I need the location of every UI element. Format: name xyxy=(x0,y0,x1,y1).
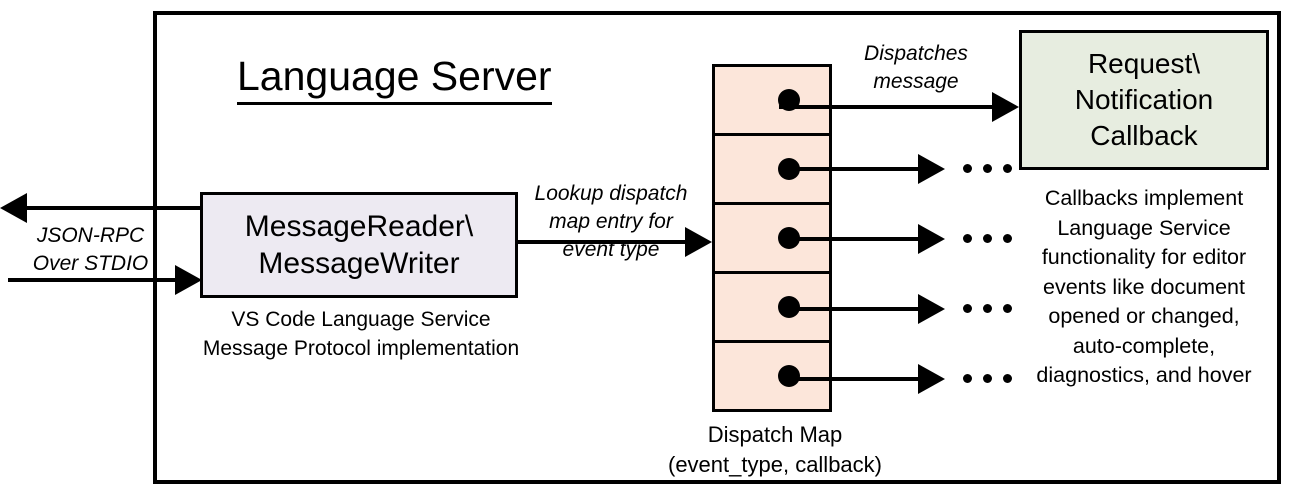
dispatch-edge-line-5 xyxy=(779,377,921,381)
dispatch-edge-label: Dispatches message xyxy=(836,40,996,96)
reader-caption-line1: VS Code Language Service xyxy=(231,308,491,331)
lookup-edge-label: Lookup dispatch map entry for event type xyxy=(521,180,701,264)
dispatch-entry-dot-icon xyxy=(778,365,800,387)
dispatch-edge-arrowhead-2 xyxy=(918,154,945,184)
request-notification-callback-caption: Callbacks implement Language Service fun… xyxy=(1012,184,1276,391)
transport-outbound-arrowhead xyxy=(0,193,27,223)
dispatch-edge-line-3 xyxy=(779,237,921,241)
dispatch-caption-line1: Dispatch Map xyxy=(707,422,843,447)
dispatch-target-ellipsis-4 xyxy=(963,304,1012,313)
dispatch-map-caption: Dispatch Map (event_type, callback) xyxy=(640,420,910,480)
transport-outbound-line xyxy=(27,206,202,210)
language-server-frame xyxy=(153,11,1281,484)
reader-caption-line2: Message Protocol implementation xyxy=(202,337,520,360)
ellipsis-dot-icon xyxy=(963,374,972,383)
transport-inbound-line xyxy=(8,278,178,282)
lookup-label-line2: map entry for xyxy=(549,210,673,233)
dispatch-edge-arrowhead-1 xyxy=(992,92,1019,122)
ellipsis-dot-icon xyxy=(963,164,972,173)
dispatch-label-line1: Dispatches xyxy=(864,42,968,65)
transport-label: JSON-RPC Over STDIO xyxy=(18,222,163,278)
ellipsis-dot-icon xyxy=(983,374,992,383)
dispatch-edge-line-1 xyxy=(779,105,995,109)
ellipsis-dot-icon xyxy=(963,304,972,313)
table-row[interactable] xyxy=(715,343,829,409)
callback-caption-line5: opened or changed, xyxy=(1048,304,1240,328)
dispatch-label-line2: message xyxy=(873,70,959,93)
dispatch-edge-arrowhead-4 xyxy=(918,294,945,324)
dispatch-target-ellipsis-5 xyxy=(963,374,1012,383)
dispatch-edge-arrowhead-3 xyxy=(918,224,945,254)
ellipsis-dot-icon xyxy=(1003,234,1012,243)
callback-caption-line4: events like document xyxy=(1043,274,1245,299)
page-title: Language Server xyxy=(237,52,552,105)
callback-caption-line2: Language Service xyxy=(1057,215,1231,240)
dispatch-edge-line-4 xyxy=(779,307,921,311)
table-row[interactable] xyxy=(715,67,829,136)
lookup-edge-arrowhead xyxy=(685,227,712,257)
lookup-label-line3: event type xyxy=(562,238,660,261)
dispatch-edge-line-2 xyxy=(779,167,921,171)
callback-caption-line1: Callbacks implement xyxy=(1044,186,1244,210)
ellipsis-dot-icon xyxy=(1003,164,1012,173)
dispatch-edge-arrowhead-5 xyxy=(918,364,945,394)
message-reader-writer-caption: VS Code Language Service Message Protoco… xyxy=(196,305,526,363)
transport-label-line2: Over STDIO xyxy=(32,252,149,275)
callback-caption-line6: auto-complete, xyxy=(1072,333,1216,358)
dispatch-map-table[interactable] xyxy=(712,64,832,412)
callback-caption-line3: functionality for editor xyxy=(1041,245,1247,269)
dispatch-target-ellipsis-3 xyxy=(963,234,1012,243)
transport-inbound-arrowhead xyxy=(175,265,202,295)
ellipsis-dot-icon xyxy=(983,304,992,313)
lookup-edge-line xyxy=(518,240,688,244)
callback-caption-line7: diagnostics, and hover xyxy=(1036,363,1252,387)
message-reader-writer-box[interactable]: MessageReader\MessageWriter xyxy=(200,192,518,298)
ellipsis-dot-icon xyxy=(983,164,992,173)
ellipsis-dot-icon xyxy=(1003,374,1012,383)
transport-label-line1: JSON-RPC xyxy=(36,224,145,247)
dispatch-target-ellipsis-2 xyxy=(963,164,1012,173)
ellipsis-dot-icon xyxy=(1003,304,1012,313)
lookup-label-line1: Lookup dispatch xyxy=(534,182,688,205)
ellipsis-dot-icon xyxy=(983,234,992,243)
ellipsis-dot-icon xyxy=(963,234,972,243)
dispatch-caption-line2: (event_type, callback) xyxy=(668,452,882,477)
message-reader-writer-label: MessageReader\MessageWriter xyxy=(244,210,474,280)
